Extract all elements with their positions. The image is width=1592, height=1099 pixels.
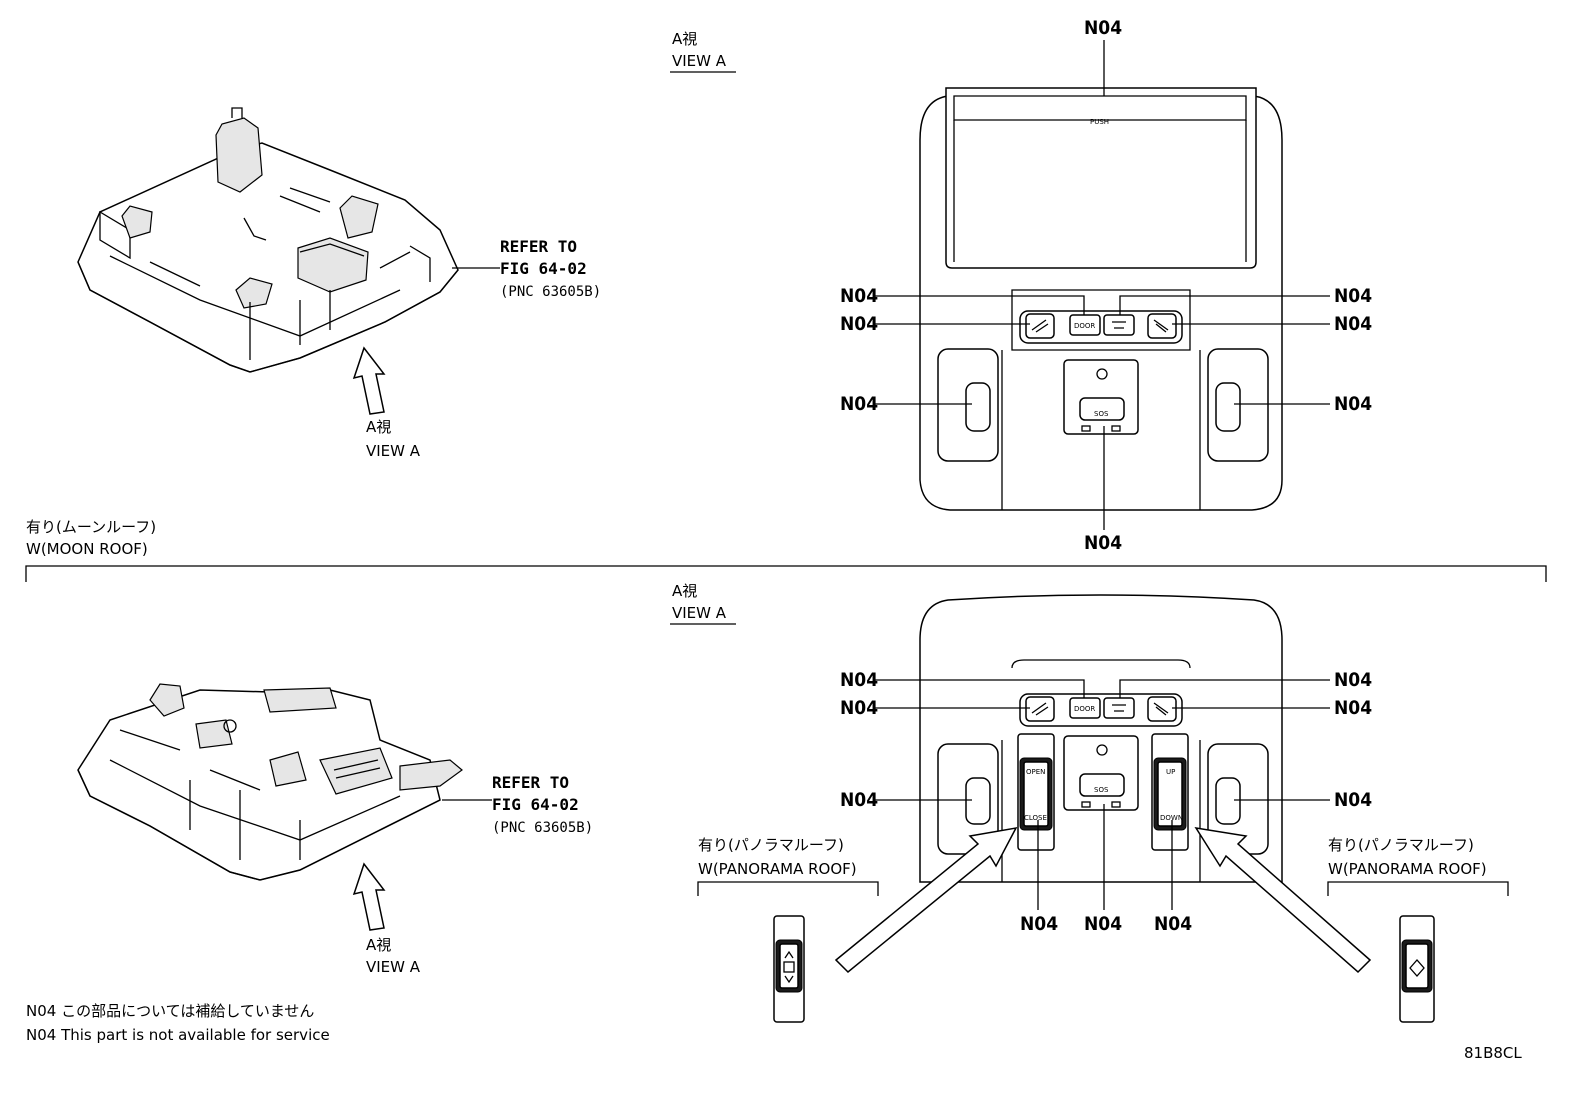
callout-lamp-left: N04 — [840, 393, 878, 415]
room-light-button-top[interactable] — [1103, 314, 1135, 336]
svg-text:N04: N04 — [840, 697, 878, 719]
refer-to-line2-top: FIG 64-02 — [500, 259, 587, 278]
map-light-button-left-top[interactable] — [1025, 313, 1055, 339]
console-housing-drawing-top — [77, 107, 459, 373]
overhead-console-top: PUSH DOOR SOS — [919, 87, 1283, 511]
section-divider — [25, 565, 1547, 582]
svg-text:N04: N04 — [840, 669, 878, 691]
callout-map-right: N04 — [1334, 313, 1372, 335]
door-button-top[interactable] — [1069, 314, 1101, 336]
refer-to-line1-bottom: REFER TO — [492, 773, 569, 792]
svg-text:SOS: SOS — [1094, 410, 1109, 418]
view-heading-jp-top: A視 — [672, 30, 697, 48]
svg-text:UP: UP — [1166, 768, 1175, 776]
view-arrow-top — [352, 346, 386, 415]
view-label-en-top: VIEW A — [366, 442, 421, 460]
svg-text:DOOR: DOOR — [1074, 322, 1095, 330]
svg-text:N04: N04 — [1334, 697, 1372, 719]
console-housing-drawing-bottom — [77, 683, 463, 881]
map-light-button-left-bottom[interactable] — [1025, 696, 1055, 722]
callouts-bottom: N04 N04 N04 N04 N04 N04 N04 N04 N04 — [840, 669, 1372, 935]
panorama-switch-inset-left — [773, 915, 805, 1023]
refer-to-line2-bottom: FIG 64-02 — [492, 795, 579, 814]
callout-sos: N04 — [1084, 532, 1122, 554]
svg-text:N04: N04 — [1020, 913, 1058, 935]
moon-roof-label-jp: 有り(ムーンルーフ) — [26, 518, 156, 536]
panorama-label-en-left: W(PANORAMA ROOF) — [698, 860, 857, 878]
view-label-jp-bottom: A視 — [366, 936, 391, 954]
room-light-button-bottom[interactable] — [1103, 697, 1135, 719]
inset-arrow-right — [1194, 826, 1372, 974]
view-arrow-bottom — [352, 862, 386, 931]
sos-button-bottom[interactable] — [1079, 773, 1125, 797]
refer-to-line1-top: REFER TO — [500, 237, 577, 256]
sos-button-top[interactable] — [1079, 397, 1125, 421]
svg-text:N04: N04 — [1154, 913, 1192, 935]
svg-text:OPEN: OPEN — [1026, 768, 1045, 776]
panorama-label-jp-left: 有り(パノラマルーフ) — [698, 836, 844, 854]
door-button-bottom[interactable] — [1069, 697, 1101, 719]
view-label-jp-top: A視 — [366, 418, 391, 436]
footnote-en: N04 This part is not available for servi… — [26, 1026, 330, 1044]
diagram-id: 81B8CL — [1464, 1044, 1522, 1062]
svg-text:N04: N04 — [1334, 789, 1372, 811]
svg-text:N04: N04 — [1334, 669, 1372, 691]
svg-text:N04: N04 — [1084, 913, 1122, 935]
callout-lamp-right: N04 — [1334, 393, 1372, 415]
footnote-jp: N04 この部品については補給していません — [26, 1002, 314, 1020]
callout-map-left: N04 — [840, 313, 878, 335]
view-heading-en-top: VIEW A — [672, 52, 727, 70]
panorama-label-en-right: W(PANORAMA ROOF) — [1328, 860, 1487, 878]
moon-roof-label-en: W(MOON ROOF) — [26, 540, 148, 558]
svg-text:DOWN: DOWN — [1160, 814, 1183, 822]
refer-to-pnc-bottom: (PNC 63605B) — [492, 820, 593, 836]
view-heading-jp-bottom: A視 — [672, 582, 697, 600]
refer-to-pnc-top: (PNC 63605B) — [500, 284, 601, 300]
side-lamp-right-top[interactable] — [1215, 382, 1241, 432]
view-heading-en-bottom: VIEW A — [672, 604, 727, 622]
push-label: PUSH — [1090, 118, 1109, 126]
svg-text:N04: N04 — [840, 789, 878, 811]
svg-text:CLOSE: CLOSE — [1024, 814, 1047, 822]
view-label-en-bottom: VIEW A — [366, 958, 421, 976]
panorama-label-jp-right: 有り(パノラマルーフ) — [1328, 836, 1474, 854]
side-lamp-left-top[interactable] — [965, 382, 991, 432]
side-lamp-right-bottom[interactable] — [1215, 777, 1241, 825]
callout-door: N04 — [840, 285, 878, 307]
side-lamp-left-bottom[interactable] — [965, 777, 991, 825]
callout-top-center: N04 — [1084, 17, 1122, 39]
inset-arrow-left — [834, 826, 1018, 974]
svg-text:DOOR: DOOR — [1074, 705, 1095, 713]
panorama-switch-inset-right — [1399, 915, 1435, 1023]
svg-text:SOS: SOS — [1094, 786, 1109, 794]
callouts-top: N04 N04 N04 N04 N04 N04 N04 N04 — [840, 17, 1372, 554]
callout-room: N04 — [1334, 285, 1372, 307]
